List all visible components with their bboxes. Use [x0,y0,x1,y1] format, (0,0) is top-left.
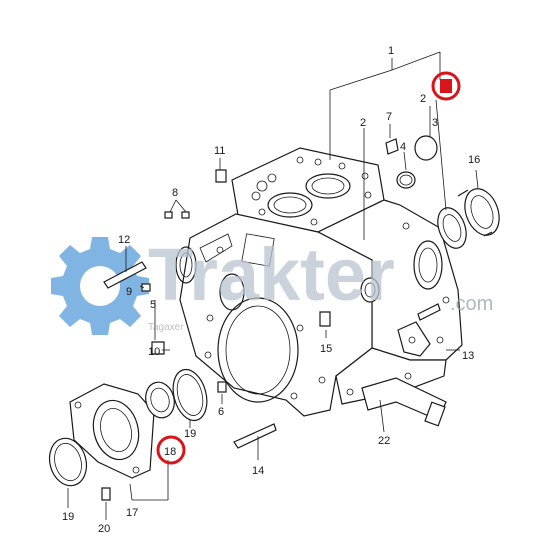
top-plugs [360,135,438,303]
gear-icon [51,237,149,335]
part-22-support [361,377,447,427]
part-label-5: 5 [150,299,156,311]
part-label-20: 20 [98,523,110,535]
part-label-2-mid: 2 [360,117,366,129]
part-label-3: 3 [432,117,438,129]
part-label-4: 4 [400,141,406,153]
watermark-brand: Trakter [148,233,395,316]
highlight-marker-square [431,71,461,101]
part-label-13: 13 [462,350,474,362]
part-label-16: 16 [468,154,480,166]
watermark-tagline: Tagaxer [148,322,184,333]
studs-left [103,261,165,355]
part-label-9: 9 [126,286,132,298]
part-label-14: 14 [252,465,264,477]
front-cover-assembly [48,368,208,501]
part-label-6: 6 [218,406,224,418]
studs-right [217,303,441,449]
part-numbers: 1 2 2 3 4 7 16 11 8 12 9 5 10 15 13 6 14… [62,45,480,535]
part-label-7: 7 [386,111,392,123]
part-label-10: 10 [148,346,160,358]
part-label-18: 18 [164,446,176,458]
part-label-8: 8 [172,187,178,199]
leader-lines [67,51,479,520]
part-label-19-left: 19 [62,511,74,523]
part-label-19-right: 19 [184,428,196,440]
part-label-1: 1 [388,45,394,57]
part-label-2-top: 2 [420,93,426,105]
highlight-marker-18 [156,435,186,465]
part-16-seal-ring [437,188,500,249]
watermark: Trakter .com Tagaxer [148,233,493,333]
watermark-domain: .com [450,293,493,315]
part-label-15: 15 [320,343,332,355]
cylinder-block [175,147,463,417]
part-label-22: 22 [378,435,390,447]
part-label-12: 12 [118,234,130,246]
part-label-17: 17 [126,507,138,519]
part-label-11: 11 [214,145,225,157]
